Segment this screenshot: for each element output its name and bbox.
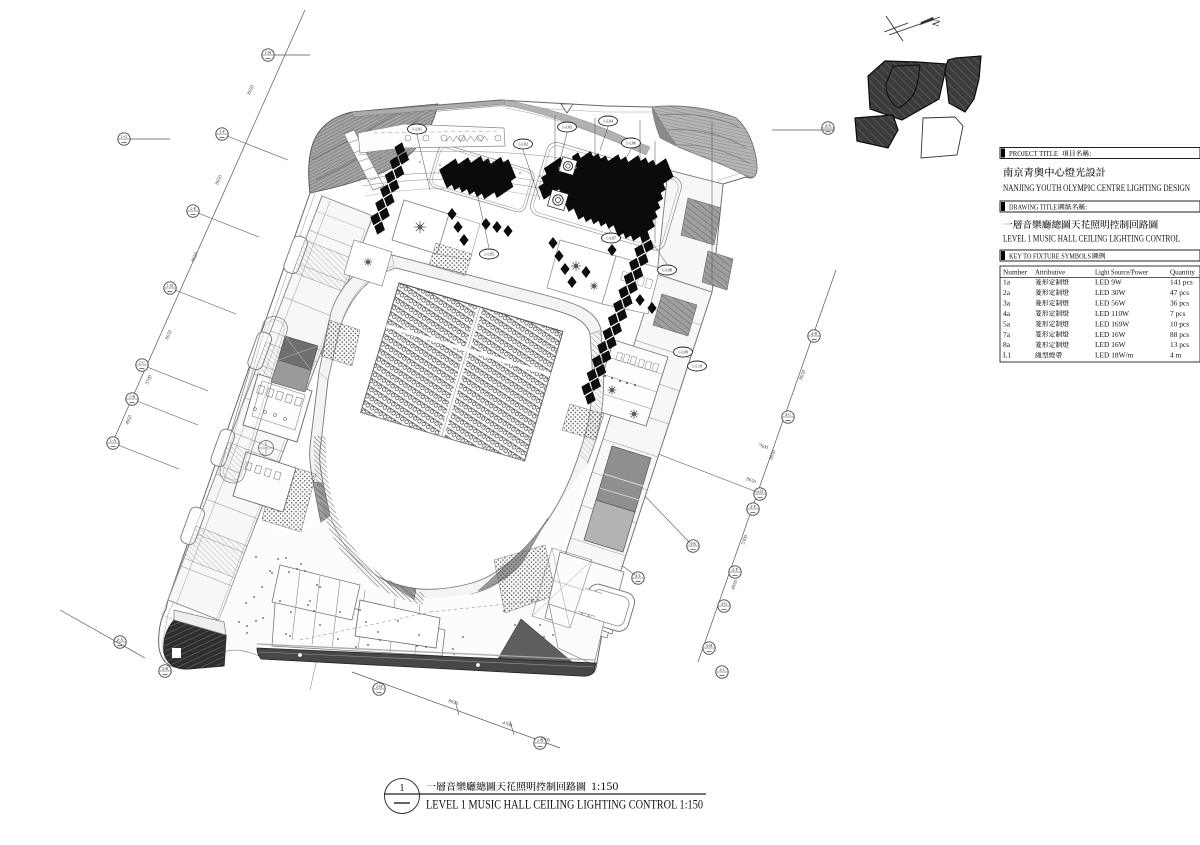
svg-text:LED 110W: LED 110W bbox=[1095, 309, 1129, 318]
svg-text:LED 16W: LED 16W bbox=[1095, 330, 1126, 339]
svg-text:8a: 8a bbox=[1003, 340, 1011, 349]
svg-text:2-N: 2-N bbox=[537, 738, 544, 743]
svg-text:8650: 8650 bbox=[215, 174, 224, 186]
svg-text:LED 169W: LED 169W bbox=[1095, 319, 1129, 328]
svg-text:PROJECT TITLE: PROJECT TITLE bbox=[1009, 149, 1058, 158]
svg-text:4-K: 4-K bbox=[690, 541, 697, 546]
svg-text::: : bbox=[1089, 150, 1091, 158]
svg-text:1-L01: 1-L01 bbox=[412, 127, 422, 132]
svg-text:2-H: 2-H bbox=[376, 684, 383, 689]
svg-text:8650: 8650 bbox=[769, 449, 777, 461]
svg-text:1a: 1a bbox=[1003, 278, 1011, 287]
svg-text:NANJING YOUTH OLYMPIC CENTRE L: NANJING YOUTH OLYMPIC CENTRE LIGHTING DE… bbox=[1003, 184, 1190, 194]
svg-text:8650: 8650 bbox=[745, 477, 757, 485]
svg-text:4a: 4a bbox=[1003, 309, 1011, 318]
svg-text:1-D: 1-D bbox=[167, 283, 174, 288]
svg-text:1-L07: 1-L07 bbox=[606, 236, 616, 241]
svg-text:4-G: 4-G bbox=[721, 601, 728, 606]
svg-text:Light Source/Power: Light Source/Power bbox=[1095, 269, 1149, 277]
svg-text:4-J: 4-J bbox=[719, 667, 724, 672]
svg-text:Attributive: Attributive bbox=[1035, 269, 1065, 277]
svg-text:8650: 8650 bbox=[165, 329, 174, 341]
svg-text:Quantity: Quantity bbox=[1170, 269, 1195, 277]
svg-text:1-L06: 1-L06 bbox=[626, 141, 636, 146]
svg-text:KEY TO FIXTURE SYMBOLS: KEY TO FIXTURE SYMBOLS bbox=[1009, 251, 1091, 260]
svg-text:N: N bbox=[929, 18, 941, 28]
svg-text:8650: 8650 bbox=[191, 251, 200, 263]
svg-text:L1: L1 bbox=[1003, 351, 1012, 360]
svg-text:1-L04: 1-L04 bbox=[603, 119, 614, 124]
svg-text:47 pcs: 47 pcs bbox=[1170, 288, 1189, 297]
svg-text:8650: 8650 bbox=[247, 84, 256, 96]
svg-text:4-A: 4-A bbox=[825, 123, 832, 128]
svg-text:4-E: 4-E bbox=[750, 504, 756, 509]
svg-text:1-L09: 1-L09 bbox=[678, 350, 688, 355]
svg-text:LED 16W: LED 16W bbox=[1095, 340, 1126, 349]
svg-text:1-H: 1-H bbox=[265, 50, 272, 55]
svg-text:7 pcs: 7 pcs bbox=[1170, 309, 1186, 318]
svg-text:5a: 5a bbox=[1003, 319, 1011, 328]
svg-text:7600: 7600 bbox=[757, 443, 769, 451]
svg-text:1-L08: 1-L08 bbox=[662, 268, 672, 273]
svg-text:1-E: 1-E bbox=[190, 206, 196, 211]
svg-text:2-B: 2-B bbox=[162, 666, 168, 671]
svg-text:1-G: 1-G bbox=[121, 134, 128, 139]
svg-text:4-B: 4-B bbox=[811, 331, 817, 336]
svg-text:4700: 4700 bbox=[501, 721, 513, 729]
svg-text:1: 1 bbox=[399, 782, 405, 794]
svg-text:1:150: 1:150 bbox=[591, 779, 618, 793]
svg-text:3700: 3700 bbox=[145, 374, 154, 386]
svg-text:LEVEL 1 MUSIC HALL CEILING LIG: LEVEL 1 MUSIC HALL CEILING LIGHTING CONT… bbox=[1003, 235, 1180, 245]
svg-text:1-L03: 1-L03 bbox=[562, 125, 572, 130]
svg-text:4 m: 4 m bbox=[1170, 351, 1182, 360]
svg-text:1-F: 1-F bbox=[219, 129, 225, 134]
svg-text:DRAWING TITLE: DRAWING TITLE bbox=[1009, 202, 1057, 211]
svg-text:LEVEL 1 MUSIC HALL CEILING LIG: LEVEL 1 MUSIC HALL CEILING LIGHTING CONT… bbox=[426, 797, 703, 812]
svg-text:2-A: 2-A bbox=[117, 637, 124, 642]
svg-text:13 pcs: 13 pcs bbox=[1170, 340, 1189, 349]
svg-text:4-L: 4-L bbox=[635, 573, 641, 578]
svg-text:LED 30W: LED 30W bbox=[1095, 288, 1126, 297]
svg-text:4950: 4950 bbox=[125, 414, 134, 426]
svg-text:8650: 8650 bbox=[447, 699, 459, 707]
svg-text:4-C: 4-C bbox=[785, 412, 791, 417]
svg-text:LED 18W/m: LED 18W/m bbox=[1095, 351, 1134, 360]
svg-text:1-B: 1-B bbox=[129, 394, 135, 399]
svg-text:4-F: 4-F bbox=[732, 567, 738, 572]
svg-text::: : bbox=[1085, 203, 1087, 211]
svg-text:1-L05: 1-L05 bbox=[484, 252, 494, 257]
svg-text:LED 56W: LED 56W bbox=[1095, 298, 1126, 307]
svg-text:Number: Number bbox=[1003, 269, 1028, 277]
svg-text:4-H: 4-H bbox=[706, 643, 713, 648]
svg-text:1-C: 1-C bbox=[139, 360, 145, 365]
svg-text:4950: 4950 bbox=[731, 579, 739, 591]
svg-text:2a: 2a bbox=[1003, 288, 1011, 297]
svg-text:1-L10: 1-L10 bbox=[692, 364, 702, 369]
svg-text:10 pcs: 10 pcs bbox=[1170, 319, 1189, 328]
svg-text:141 pcs: 141 pcs bbox=[1170, 278, 1193, 287]
svg-text:1-A: 1-A bbox=[110, 438, 117, 443]
svg-text:88 pcs: 88 pcs bbox=[1170, 330, 1189, 339]
svg-text:4-D: 4-D bbox=[757, 489, 764, 494]
svg-text:1-L02: 1-L02 bbox=[518, 142, 528, 147]
svg-text:8650: 8650 bbox=[799, 369, 807, 381]
svg-text:36 pcs: 36 pcs bbox=[1170, 298, 1189, 307]
svg-text:3a: 3a bbox=[1003, 298, 1011, 307]
svg-text:LED 9W: LED 9W bbox=[1095, 278, 1122, 287]
svg-text:1300: 1300 bbox=[539, 736, 551, 744]
svg-text:5300: 5300 bbox=[741, 534, 749, 546]
svg-text:7a: 7a bbox=[1003, 330, 1011, 339]
